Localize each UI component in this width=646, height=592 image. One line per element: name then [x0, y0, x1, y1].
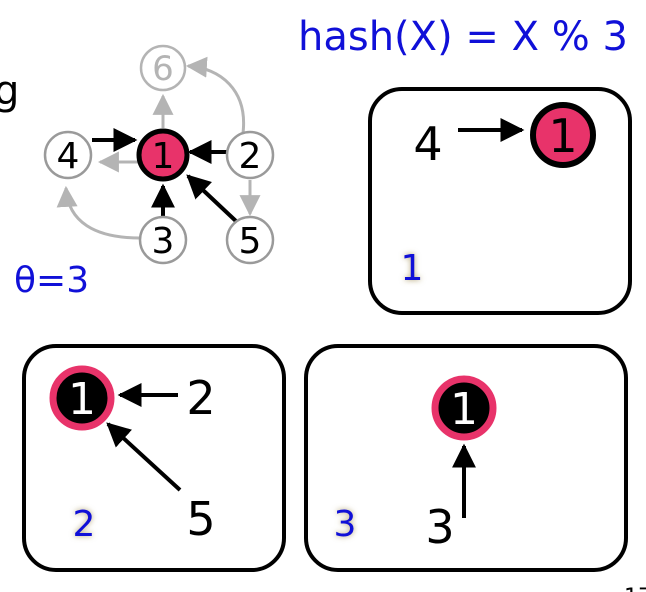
graph-node-1: 1	[136, 128, 190, 182]
svg-text:5: 5	[239, 221, 262, 262]
partition-3: 1 3 3 3	[304, 344, 628, 572]
partition-2-source-5: 5	[186, 492, 215, 546]
partition-1-label: 1	[401, 248, 424, 289]
page-number: 17	[624, 585, 646, 592]
partition-3-label: 3	[334, 504, 357, 545]
partition-3-source-3: 3	[425, 500, 454, 554]
partition-1: 4 1 1 1	[368, 87, 632, 315]
graph-node-5: 5	[225, 215, 275, 265]
dependency-graph: 6 4 1 2 3 5	[43, 44, 275, 265]
svg-text:3: 3	[152, 221, 175, 262]
hash-formula: hash(X) = X % 3	[298, 14, 628, 60]
svg-text:6: 6	[152, 49, 174, 89]
partition-2-edge-5-1	[106, 422, 182, 492]
partition-2-label-shadow: 2	[73, 504, 96, 545]
partition-3-label-shadow: 3	[334, 504, 357, 545]
svg-text:1: 1	[152, 136, 175, 177]
svg-text:1: 1	[450, 384, 478, 435]
graph-node-4: 4	[43, 130, 93, 180]
graph-node-2: 2	[225, 130, 275, 180]
graph-node-6: 6	[139, 44, 187, 92]
svg-text:1: 1	[548, 109, 577, 163]
partition-2-source-2: 2	[186, 371, 215, 425]
partition-3-center-node	[431, 375, 497, 441]
theta-label: θ=3	[14, 260, 89, 301]
partition-1-label-shadow: 1	[401, 248, 424, 289]
partition-2-label: 2	[73, 504, 96, 545]
edge-5-1	[186, 174, 240, 225]
partition-2: 1 2 5 2 2	[22, 344, 286, 572]
graph-node-3: 3	[138, 215, 188, 265]
partial-word-left: g	[0, 68, 19, 114]
partition-1-source-4: 4	[413, 117, 442, 171]
partition-2-center-node	[49, 365, 115, 431]
svg-text:2: 2	[239, 136, 262, 177]
partition-1-center-node	[530, 102, 596, 168]
edge-3-4	[56, 185, 141, 240]
svg-text:1: 1	[68, 374, 96, 425]
svg-text:4: 4	[57, 136, 80, 177]
edge-2-6	[185, 56, 246, 134]
